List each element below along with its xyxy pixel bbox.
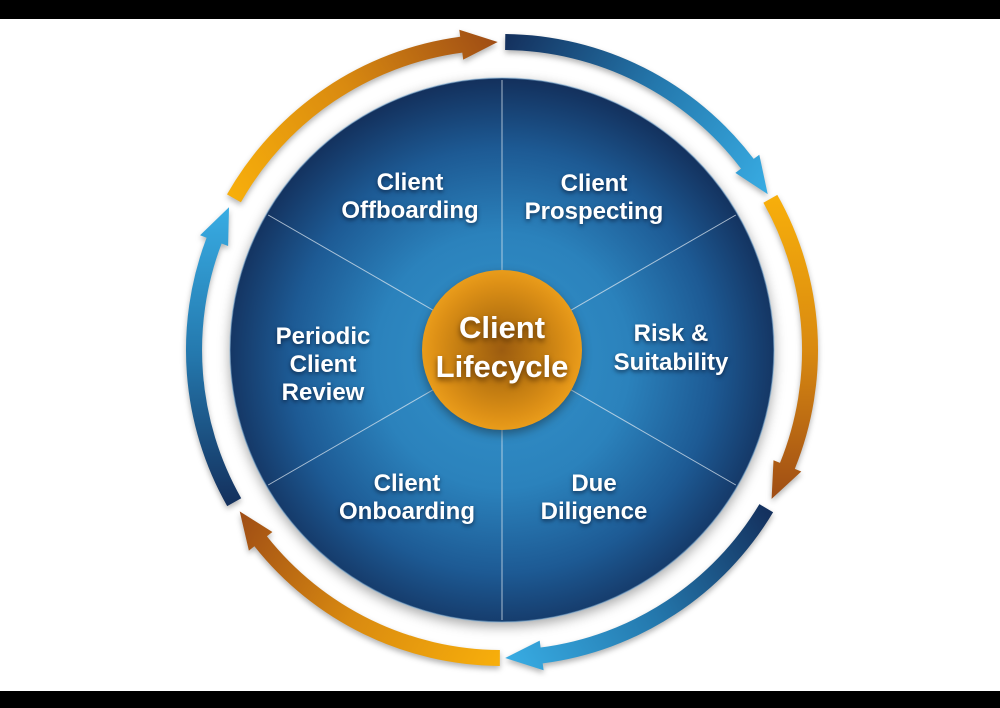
segment-label-line: Client [374,470,441,497]
segment-label-line: Client [377,169,444,196]
segment-label-line: Diligence [541,498,648,525]
segment-label-line: Suitability [614,349,729,376]
segment-label-client-prospecting: Client Prospecting [525,170,664,225]
segment-label-line: Client [561,170,628,197]
cycle-arrow-2-cool [505,34,768,195]
cycle-arrows [185,29,819,671]
center-hub [422,270,582,430]
segment-label-line: Offboarding [341,197,478,224]
segment-label-client-onboarding: Client Onboarding [339,470,475,525]
center-hub-label-line: Lifecycle [436,349,569,384]
segment-label-client-offboarding: Client Offboarding [341,169,478,224]
segment-label-line: Risk & [634,320,709,347]
segment-label-line: Onboarding [339,498,475,525]
cycle-arrow-6-cool [185,207,242,507]
cycle-arrow-5-warm [239,511,500,666]
cycle-arrow-1-warm [227,29,498,203]
segment-label-risk-suitability: Risk & Suitability [614,320,729,376]
center-hub-label: Client Lifecycle [436,310,569,384]
cycle-arrow-3-warm [763,194,819,499]
segment-label-line: Prospecting [525,198,664,225]
segment-label-line: Periodic [276,323,371,350]
segment-label-line: Review [282,379,365,406]
segment-label-line: Client [290,351,357,378]
cycle-arrow-4-cool [505,504,774,671]
segment-labels: Client Prospecting Risk & Suitability Du… [276,169,729,525]
segment-label-due-diligence: Due Diligence [541,470,648,525]
center-hub-label-line: Client [459,310,545,345]
segment-label-periodic-client-review: Periodic Client Review [276,323,371,406]
segment-label-line: Due [571,470,616,497]
